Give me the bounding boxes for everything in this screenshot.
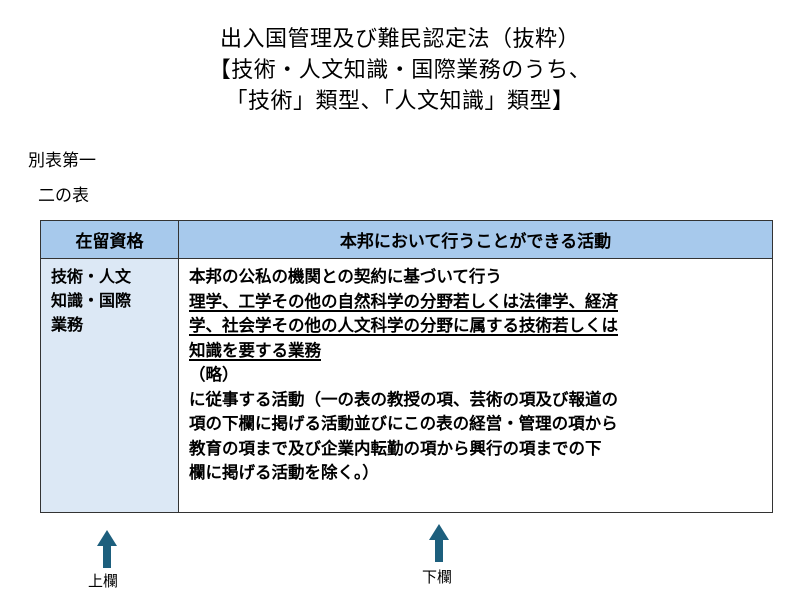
status-label-cell: 技術・人文 知識・国際 業務 <box>40 258 179 513</box>
section-label: 別表第一 <box>28 151 96 171</box>
table-row: 技術・人文 知識・国際 業務 本邦の公私の機関との契約に基づいて行う 理学、工学… <box>40 258 773 513</box>
up-arrow-icon <box>429 524 449 562</box>
status-of-residence-table: 在留資格 本邦において行うことができる活動 技術・人文 知識・国際 業務 本邦の… <box>40 220 773 513</box>
activity-closing-line: に従事する活動（一の表の教授の項、芸術の項及び報道の <box>189 389 618 409</box>
activity-closing-line: 項の下欄に掲げる活動並びにこの表の経営・管理の項から <box>189 414 618 433</box>
arrow-shaft <box>103 545 111 568</box>
activity-closing-line: 欄に掲げる活動を除く。） <box>189 463 379 482</box>
table-header-row: 在留資格 本邦において行うことができる活動 <box>40 220 773 259</box>
activity-omitted: （略） <box>189 365 239 384</box>
document-title: 出入国管理及び難民認定法（抜粋） 【技術・人文知識・国際業務のうち、 「技術」類… <box>0 24 800 117</box>
lower-column-caption: 下欄 <box>422 568 453 586</box>
activity-underlined-line: 学、社会学その他の人文科学の分野に属する技術若しくは <box>189 316 618 335</box>
activity-cell: 本邦の公私の機関との契約に基づいて行う 理学、工学その他の自然科学の分野若しくは… <box>178 258 773 513</box>
status-label-line: 業務 <box>51 315 84 334</box>
upper-column-caption: 上欄 <box>88 572 119 590</box>
arrow-head <box>97 530 117 546</box>
status-label-line: 知識・国際 <box>51 291 132 310</box>
subsection-label: 二の表 <box>38 186 89 206</box>
arrow-shaft <box>435 539 443 562</box>
up-arrow-icon <box>97 530 117 568</box>
title-line-2: 【技術・人文知識・国際業務のうち、 <box>208 58 592 83</box>
arrow-head <box>429 524 449 540</box>
header-status-of-residence: 在留資格 <box>40 220 179 259</box>
activity-closing-line: 教育の項まで及び企業内転勤の項から興行の項までの下 <box>189 438 602 458</box>
status-label-line: 技術・人文 <box>51 267 132 286</box>
header-permitted-activities: 本邦において行うことができる活動 <box>178 220 773 259</box>
activity-underlined-line: 知識を要する業務 <box>189 340 321 360</box>
activity-underlined-line: 理学、工学その他の自然科学の分野若しくは法律学、経済 <box>189 291 618 311</box>
title-line-1: 出入国管理及び難民認定法（抜粋） <box>219 27 580 52</box>
activity-intro: 本邦の公私の機関との契約に基づいて行う <box>189 267 502 286</box>
title-line-3: 「技術」類型、「人文知識」類型】 <box>225 89 575 114</box>
